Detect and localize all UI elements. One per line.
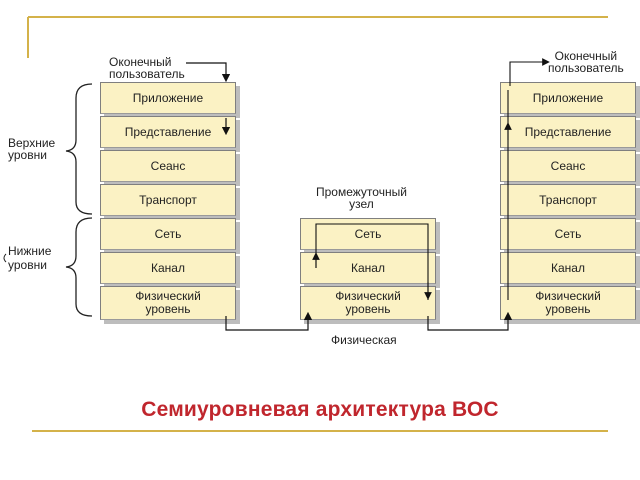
layer-presentation: Представление [500,116,636,148]
layer-network: Сеть [500,218,636,250]
lower-levels-label: Нижние уровни [8,244,52,272]
physical-link-label: Физическая [331,333,397,347]
layer-datalink: Канал [300,252,436,284]
layer-datalink: Канал [100,252,236,284]
stack-right: Приложение Представление Сеанс Транспорт… [500,82,636,322]
upper-levels-brace [65,83,93,215]
layer-session: Сеанс [100,150,236,182]
end-user-right-label: Оконечный пользователь [548,49,624,75]
layer-application: Приложение [100,82,236,114]
physical-link-mid-to-right [427,311,513,331]
end-user-left-label: Оконечный пользователь [109,55,185,81]
layer-network: Сеть [300,218,436,250]
paren-mark [3,253,7,263]
layer-network: Сеть [100,218,236,250]
upper-levels-label: Верхние уровни [8,136,56,162]
layer-application: Приложение [500,82,636,114]
stack-left: Приложение Представление Сеанс Транспорт… [100,82,236,322]
layer-datalink: Канал [500,252,636,284]
diagram-title: Семиуровневая архитектура ВОС [141,398,499,421]
intermediate-route [315,223,429,300]
layer-transport: Транспорт [100,184,236,216]
layer-session: Сеанс [500,150,636,182]
layer-transport: Транспорт [500,184,636,216]
end-user-left-arrow [186,62,231,83]
layer-presentation: Представление [100,116,236,148]
intermediate-node-label: Промежуточный узел [316,185,407,211]
physical-link-left-to-mid [225,311,313,331]
lower-levels-brace [65,217,93,317]
end-user-right-arrow [509,58,550,86]
